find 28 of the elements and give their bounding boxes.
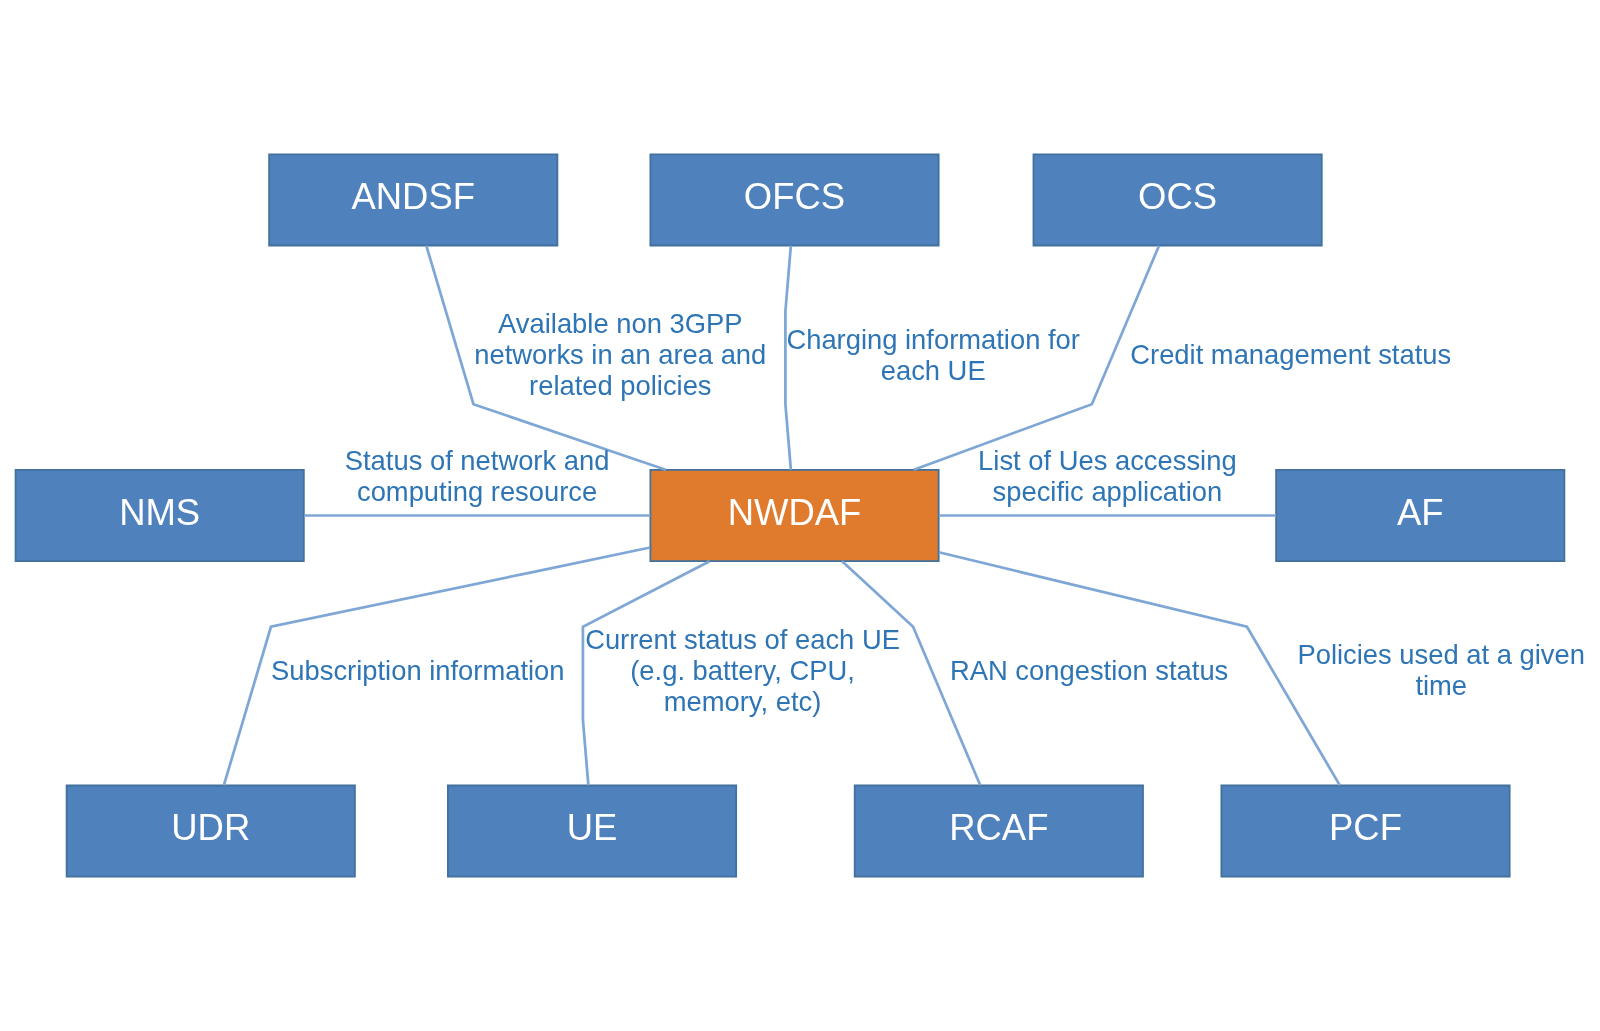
connector <box>425 245 667 472</box>
node-box: NWDAF <box>649 468 940 562</box>
edge-label: Current status of each UE (e.g. battery, CPU, memory, etc) <box>585 623 900 717</box>
node-box: NMS <box>14 468 305 562</box>
connector <box>581 560 711 786</box>
edge-label: RAN congestion status <box>950 654 1229 686</box>
connector <box>784 245 793 470</box>
edge-label: Available non 3GPP networks in an area and related policies <box>474 308 767 402</box>
connector <box>938 550 1341 787</box>
node-box: AF <box>1275 468 1566 562</box>
connector <box>938 514 1277 517</box>
node-box: OCS <box>1032 153 1323 247</box>
connector <box>222 546 651 786</box>
edge-label: Status of network and computing resource <box>344 444 610 507</box>
edge-label: Subscription information <box>271 654 565 686</box>
edge-label: List of Ues accessing specific application <box>978 444 1237 507</box>
node-box: RCAF <box>853 784 1144 878</box>
node-box: PCF <box>1220 784 1511 878</box>
node-box: UE <box>447 784 738 878</box>
edge-label: Charging information for each UE <box>786 323 1080 386</box>
connector <box>841 560 982 786</box>
edge-label: Policies used at a given time <box>1297 639 1585 702</box>
edge-label: Credit management status <box>1130 339 1452 371</box>
node-box: UDR <box>65 784 356 878</box>
connector <box>913 245 1161 472</box>
node-box: OFCS <box>649 153 940 247</box>
connector <box>304 514 651 517</box>
node-box: ANDSF <box>268 153 559 247</box>
